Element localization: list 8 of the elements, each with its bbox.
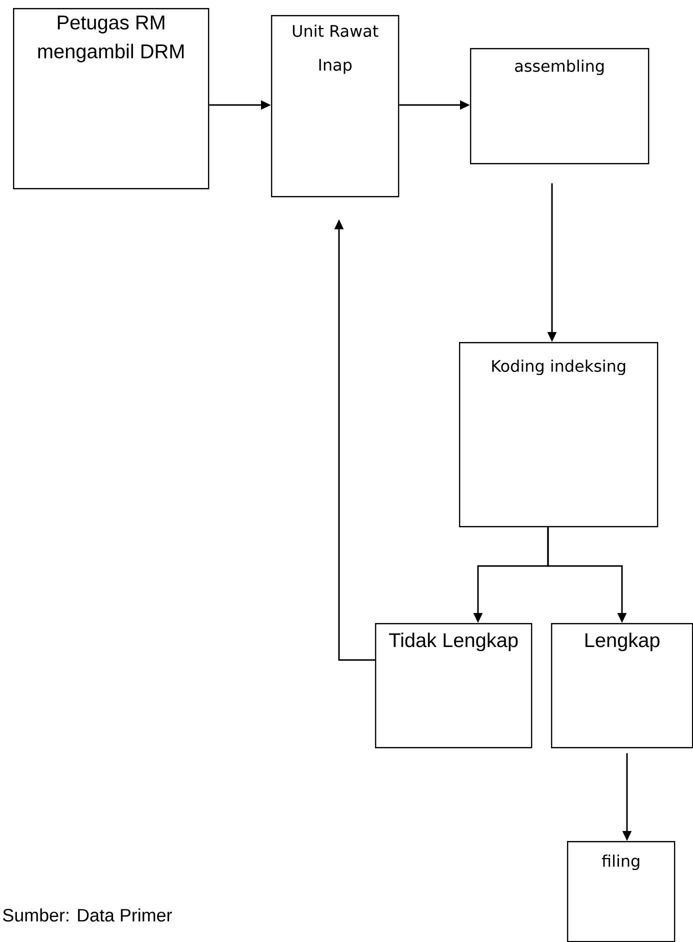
process-box: filing	[567, 841, 676, 942]
process-box: Petugas RM mengambil DRM	[13, 8, 210, 190]
source-note: Sumber: Data Primer	[3, 908, 172, 922]
process-box: assembling	[470, 48, 650, 164]
process-box: Unit Rawat Inap	[271, 15, 400, 198]
process-box: Lengkap	[551, 623, 693, 748]
process-box: Tidak Lengkap	[375, 623, 532, 748]
process-box: Koding indeksing	[459, 342, 658, 528]
